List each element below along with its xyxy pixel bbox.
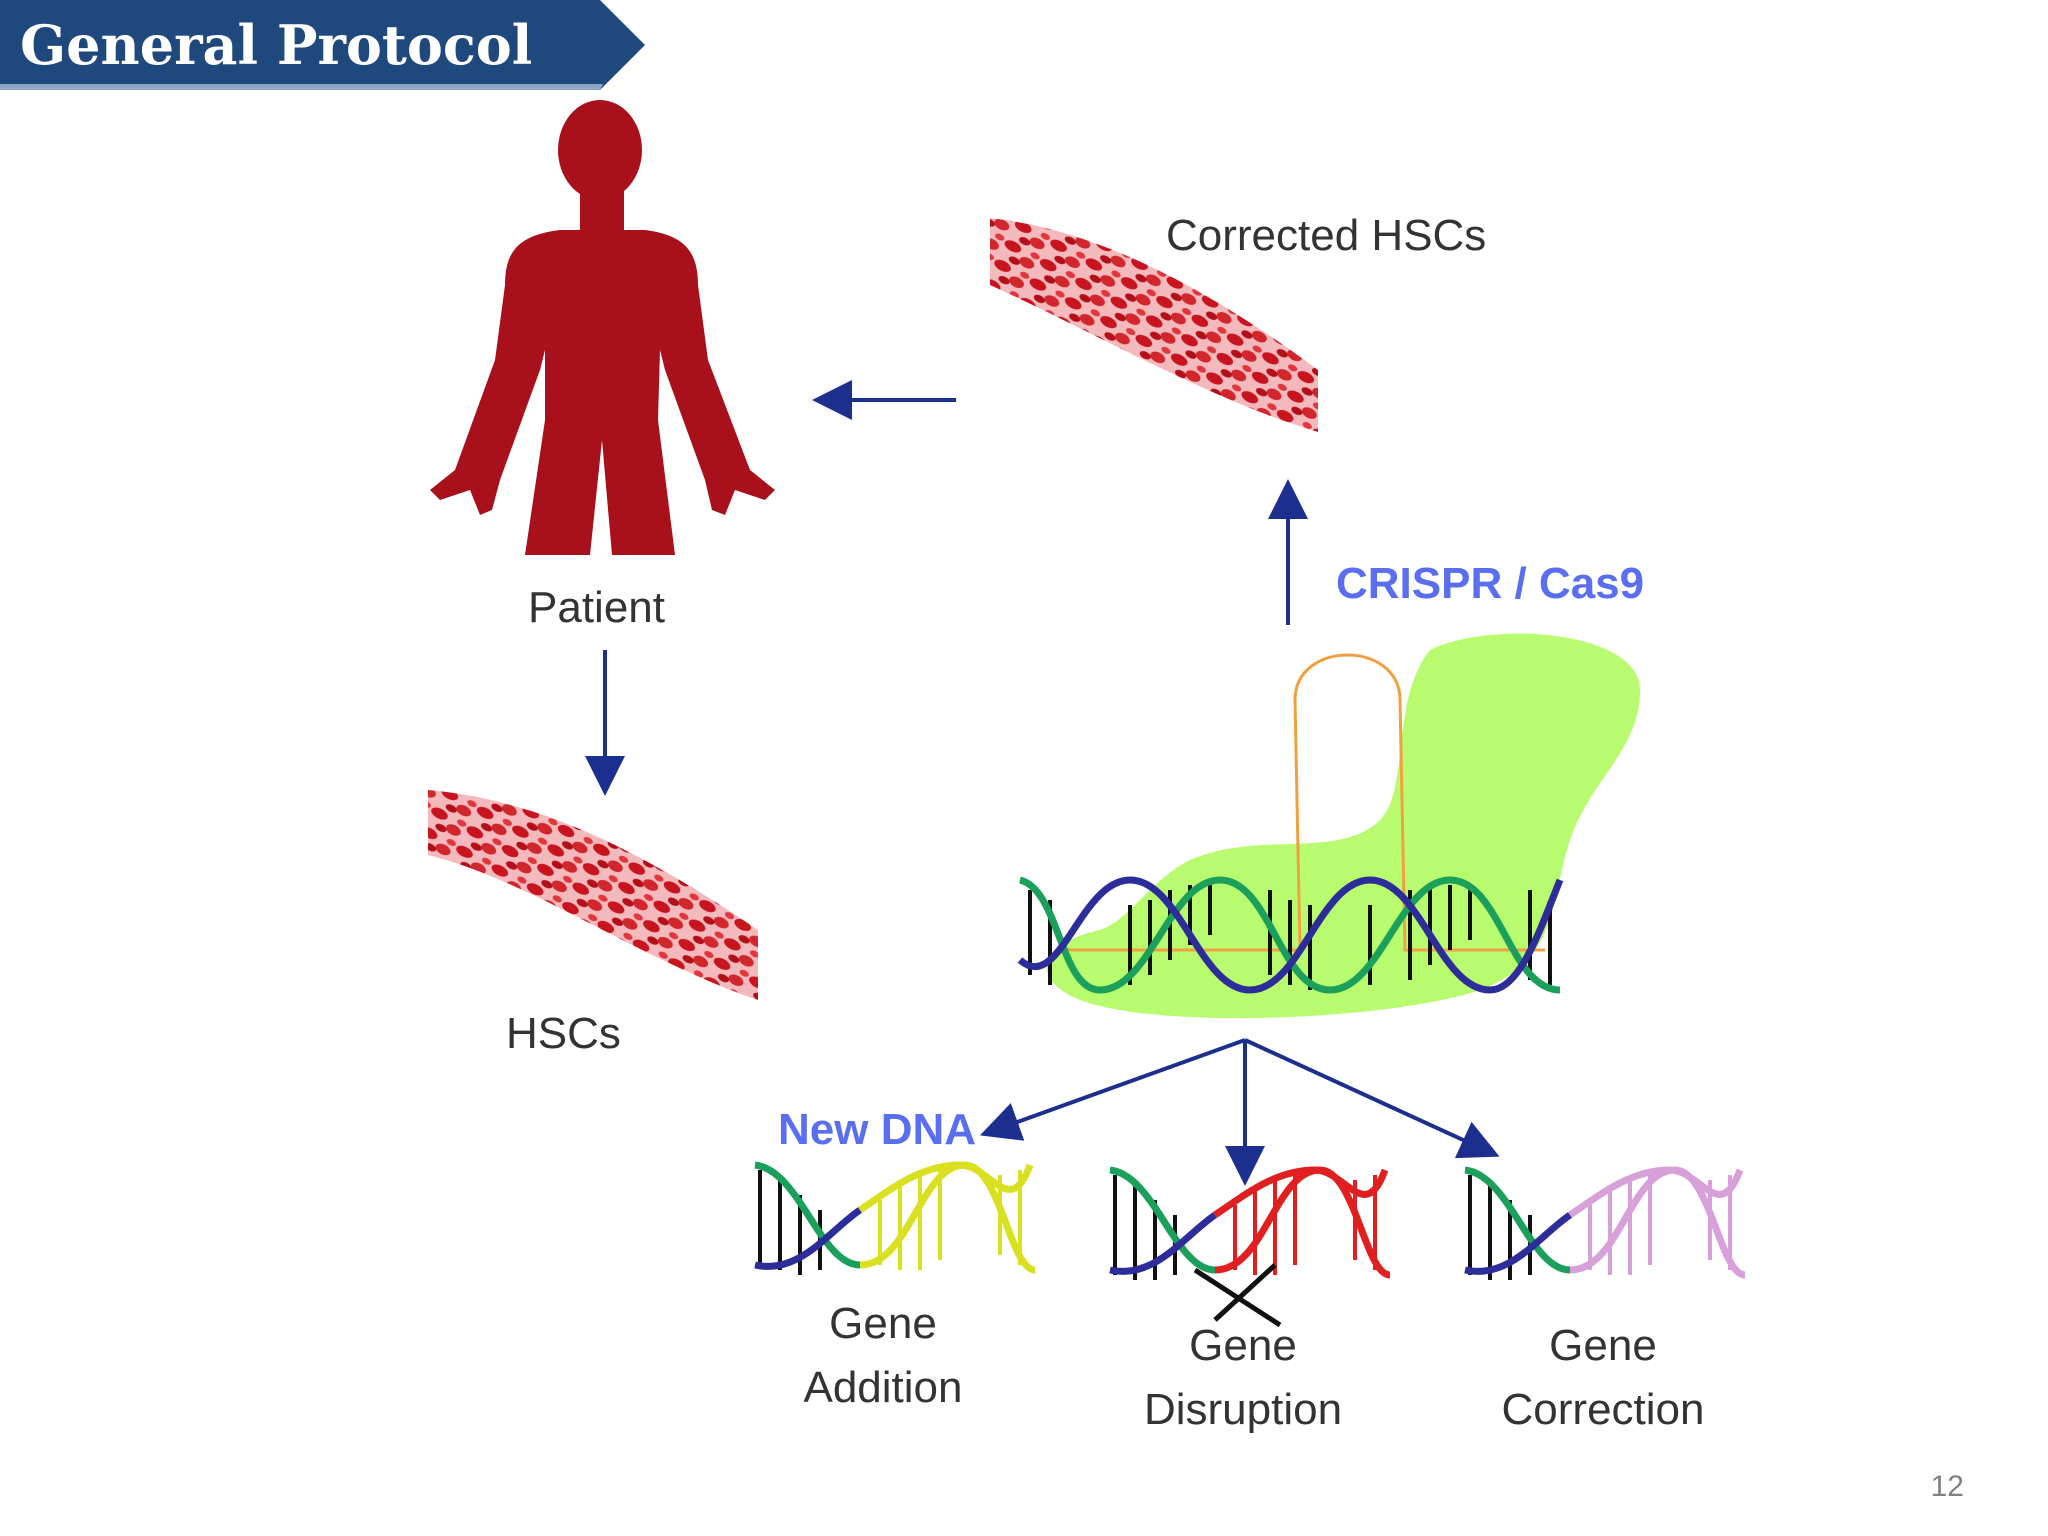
corrected-hscs-label: Corrected HSCs <box>1166 211 1487 260</box>
cas9-protein-shape <box>1046 633 1640 1019</box>
patient-body-icon <box>430 100 775 555</box>
hscs-cells-icon <box>428 790 758 1000</box>
gene-disruption-label: Gene Disruption <box>1128 1320 1358 1436</box>
gene-addition-label: Gene Addition <box>778 1298 988 1414</box>
crispr-cas9-label: CRISPR / Cas9 <box>1336 559 1645 608</box>
new-dna-label: New DNA <box>778 1105 977 1154</box>
gene-disruption-label-line2: Disruption <box>1143 1385 1343 1434</box>
gene-addition-label-line1: Gene <box>829 1299 937 1348</box>
gene-correction-label: Gene Correction <box>1488 1320 1718 1436</box>
patient-label: Patient <box>528 583 665 632</box>
gene-addition-label-line2: Addition <box>803 1363 963 1412</box>
hscs-label: HSCs <box>506 1009 621 1058</box>
arrow-to-gene-addition <box>979 1038 1246 1141</box>
arrow-to-gene-correction <box>1244 1038 1500 1159</box>
page-number: 12 <box>1930 1470 1964 1503</box>
disruption-cross-icon <box>1193 1263 1282 1328</box>
slide-title: General Protocol <box>20 13 533 77</box>
guide-rna-shape <box>1060 653 1545 952</box>
corrected-hscs-cells-icon <box>990 218 1318 432</box>
gene-correction-helix-icon <box>1464 1166 1747 1280</box>
gene-disruption-helix-icon <box>1109 1166 1392 1328</box>
gene-disruption-label-line1: Gene <box>1189 1321 1297 1370</box>
title-banner <box>0 0 645 90</box>
gene-addition-helix-icon <box>754 1161 1037 1275</box>
gene-correction-label-line2: Correction <box>1501 1385 1705 1434</box>
dna-helix-icon <box>1017 876 1564 994</box>
gene-correction-label-line1: Gene <box>1549 1321 1657 1370</box>
